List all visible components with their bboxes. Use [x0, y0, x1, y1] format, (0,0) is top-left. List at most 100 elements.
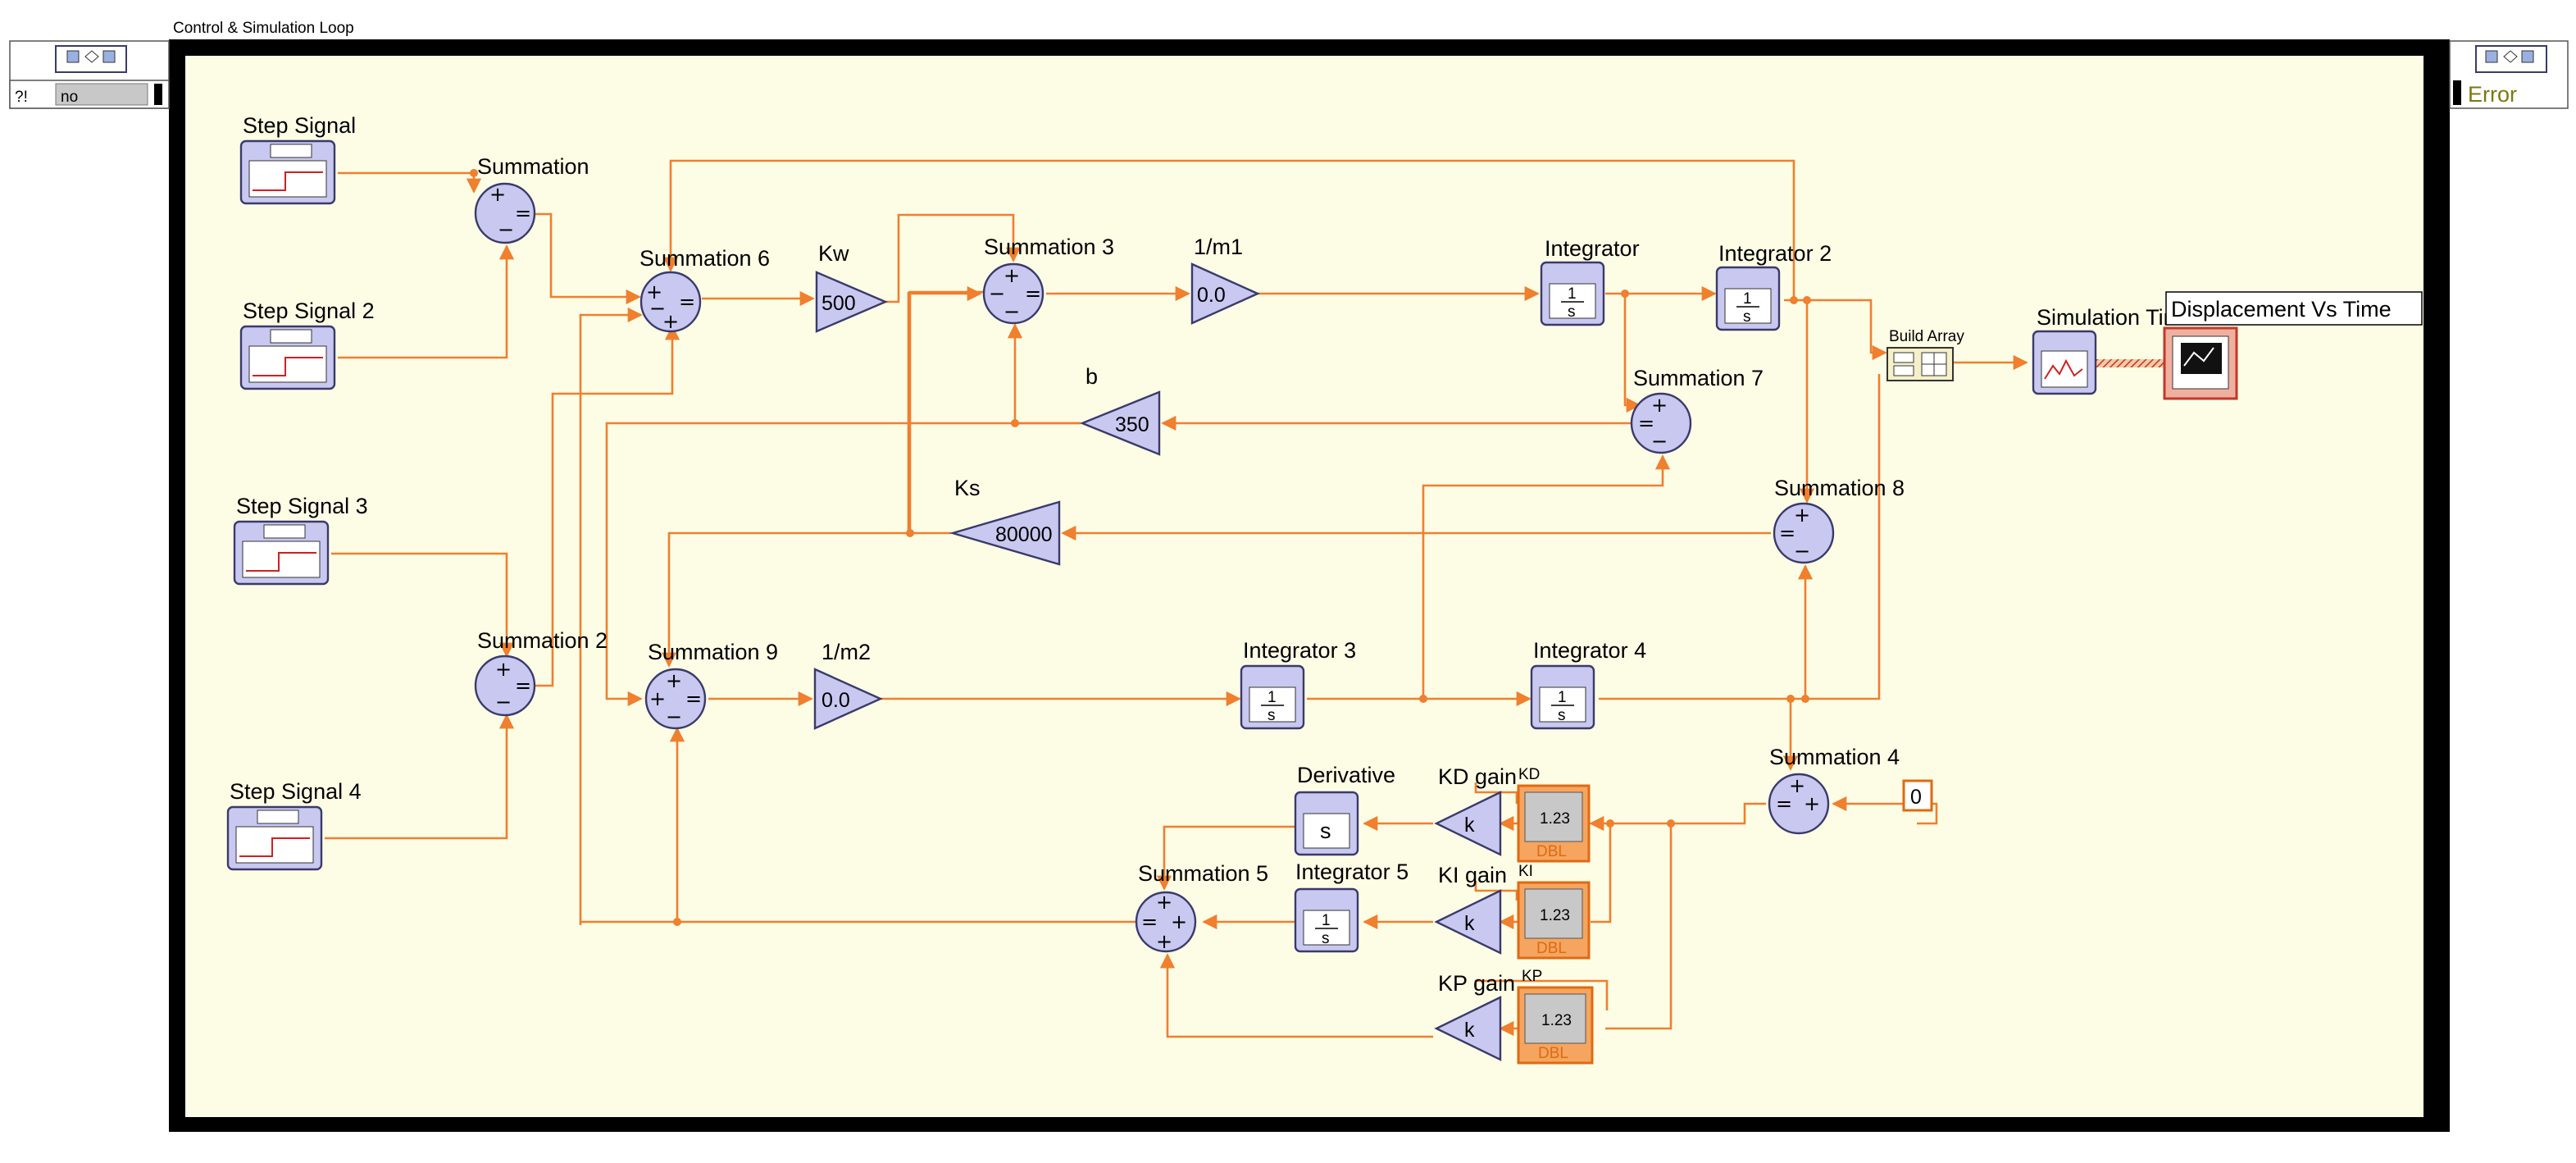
wire-junctions — [470, 169, 1811, 926]
svg-text:−: − — [989, 282, 1005, 305]
kd-control-type: DBL — [1536, 843, 1567, 860]
graph-icon — [2183, 347, 2214, 367]
step-signal-2-label: Step Signal 2 — [243, 299, 375, 323]
summation-8-label: Summation 8 — [1774, 476, 1905, 500]
kw-gain-block[interactable]: Kw 500 — [815, 241, 889, 333]
svg-text:=: = — [685, 687, 702, 710]
integrator-4-label: Integrator 4 — [1533, 638, 1646, 663]
summation-9-block[interactable]: Summation 9 ++=− — [644, 640, 778, 730]
step-signal-block[interactable]: Step Signal — [239, 113, 356, 205]
summation-3-block[interactable]: Summation 3 +−=− — [982, 235, 1114, 325]
ki-control[interactable]: KI 1.23 DBL — [1517, 863, 1591, 960]
waveform-icon — [2044, 358, 2083, 380]
ks-gain-block[interactable]: Ks 80000 — [949, 476, 1061, 566]
svg-text:=: = — [1025, 282, 1041, 305]
step-waveform-icon — [239, 837, 310, 857]
ki-control-type: DBL — [1536, 940, 1567, 957]
summation-2-block[interactable]: Summation 2 +=− — [474, 628, 608, 717]
displacement-graph-indicator[interactable]: Displacement Vs Time — [2163, 291, 2423, 400]
integrator-2-num: 1 — [1743, 290, 1752, 308]
step-signal-3-block[interactable]: Step Signal 3 — [233, 494, 368, 586]
kd-gain-block[interactable]: KD gain k — [1434, 764, 1517, 856]
right-terminal-value: Error — [2468, 82, 2517, 107]
integrator-3-block[interactable]: Integrator 3 1 s — [1240, 638, 1356, 730]
step-waveform-icon — [253, 171, 323, 191]
summation-block[interactable]: Summation +=− — [474, 154, 589, 244]
svg-text:+: + — [1794, 504, 1810, 527]
integrator-num: 1 — [1568, 285, 1577, 303]
ki-gain-block[interactable]: KI gain k — [1434, 863, 1507, 955]
summation-7-block[interactable]: Summation 7 +=− — [1630, 366, 1764, 454]
derivative-block[interactable]: Derivative s — [1294, 763, 1395, 856]
zero-constant[interactable]: 0 — [1902, 779, 1933, 812]
step-waveform-icon — [246, 552, 316, 572]
kp-gain-block[interactable]: KP gain k — [1434, 971, 1515, 1061]
summation-5-block[interactable]: Summation 5 +=++ — [1135, 861, 1268, 953]
derivative-label: Derivative — [1297, 763, 1395, 787]
integrator-2-block[interactable]: Integrator 2 1 s — [1715, 241, 1832, 331]
summation-5-label: Summation 5 — [1138, 861, 1268, 886]
ki-control-label: KI — [1518, 863, 1533, 880]
svg-text:+: + — [1789, 774, 1805, 797]
integrator-block[interactable]: Integrator 1 s — [1540, 236, 1640, 326]
kw-label: Kw — [818, 241, 849, 266]
integrator-3-num: 1 — [1268, 689, 1277, 706]
integrator-5-block[interactable]: Integrator 5 1 s — [1294, 860, 1409, 953]
right-loop-terminal[interactable]: Error — [2449, 40, 2569, 109]
svg-text:=: = — [1638, 412, 1654, 435]
summation-6-label: Summation 6 — [639, 246, 770, 271]
b-value: 350 — [1115, 413, 1149, 436]
integrator-5-label: Integrator 5 — [1295, 860, 1409, 884]
svg-text:+: + — [1171, 910, 1187, 933]
svg-text:+: + — [1804, 792, 1820, 815]
inv-m2-gain-block[interactable]: 1/m2 0.0 — [813, 640, 883, 730]
ks-label: Ks — [954, 476, 981, 500]
svg-text:=: = — [1779, 522, 1795, 545]
loop-title: Control & Simulation Loop — [173, 20, 354, 37]
summation-8-block[interactable]: Summation 8 +=− — [1773, 476, 1905, 564]
kd-control[interactable]: KD 1.23 DBL — [1517, 766, 1591, 863]
kd-gain-label: KD gain — [1438, 764, 1517, 789]
svg-text:+: + — [649, 687, 666, 710]
step-signal-label: Step Signal — [243, 113, 356, 138]
step-signal-4-block[interactable]: Step Signal 4 — [226, 779, 362, 871]
ki-gain-symbol: k — [1464, 912, 1475, 935]
svg-text:+: + — [489, 183, 506, 206]
inv-m1-value: 0.0 — [1197, 284, 1226, 307]
kd-control-label: KD — [1518, 766, 1540, 783]
svg-text:+: + — [1004, 264, 1020, 287]
kp-gain-label: KP gain — [1438, 971, 1515, 996]
graph-label: Displacement Vs Time — [2171, 297, 2392, 322]
integrator-4-num: 1 — [1558, 689, 1567, 706]
wires — [325, 159, 2164, 1038]
step-signal-2-block[interactable]: Step Signal 2 — [239, 299, 375, 390]
summation-7-label: Summation 7 — [1633, 366, 1764, 390]
integrator-3-label: Integrator 3 — [1243, 638, 1356, 663]
summation-2-label: Summation 2 — [477, 628, 608, 653]
kp-control-type: DBL — [1538, 1045, 1568, 1062]
derivative-symbol: s — [1320, 819, 1331, 843]
summation-6-block[interactable]: Summation 6 +−=+ — [639, 246, 770, 333]
integrator-4-den: s — [1558, 707, 1566, 724]
kd-control-value: 1.23 — [1540, 810, 1570, 828]
inv-m1-gain-block[interactable]: 1/m1 0.0 — [1190, 235, 1260, 325]
svg-text:−: − — [666, 705, 682, 728]
b-label: b — [1085, 364, 1098, 389]
summation-9-label: Summation 9 — [648, 640, 778, 664]
integrator-4-block[interactable]: Integrator 4 1 s — [1530, 638, 1646, 730]
left-loop-terminal[interactable]: no ?! — [9, 40, 170, 109]
kp-control[interactable]: KP 1.23 DBL — [1517, 968, 1594, 1065]
svg-text:−: − — [1004, 300, 1020, 323]
integrator-3-den: s — [1268, 707, 1276, 724]
svg-text:+: + — [646, 280, 662, 303]
b-gain-block[interactable]: b 350 — [1079, 364, 1161, 456]
svg-text:+: + — [662, 310, 679, 333]
inv-m1-label: 1/m1 — [1194, 235, 1243, 259]
build-array-node[interactable]: Build Array — [1886, 328, 1964, 381]
ks-value: 80000 — [995, 523, 1053, 546]
kd-gain-symbol: k — [1464, 814, 1475, 837]
summation-4-block[interactable]: Summation 4 +=+ — [1768, 745, 1900, 835]
kp-control-value: 1.23 — [1541, 1012, 1572, 1029]
svg-text:=: = — [1141, 910, 1158, 933]
